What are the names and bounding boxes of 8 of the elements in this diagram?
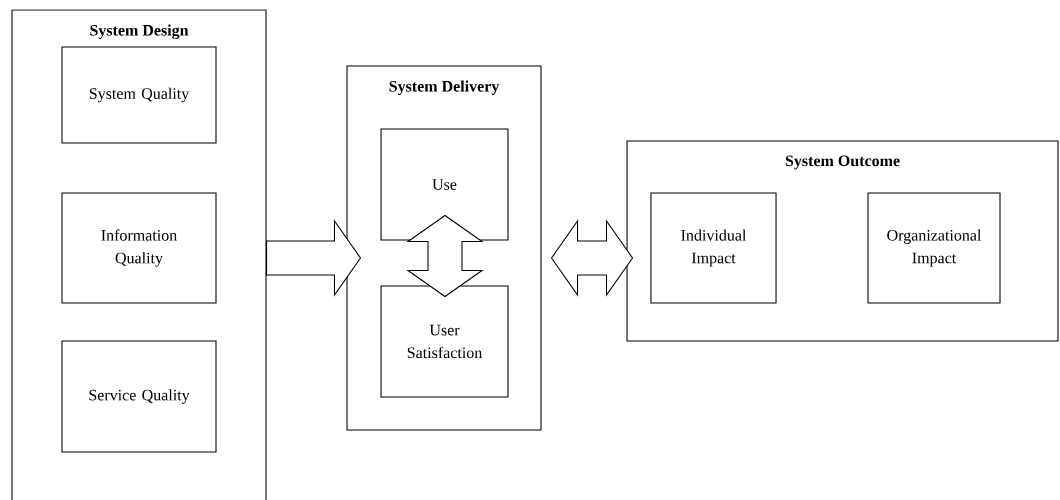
concept-box: Individual Impact (650, 192, 777, 304)
concept-box: Information Quality (61, 192, 217, 304)
block-arrow (406, 214, 484, 298)
block-arrow (266, 219, 362, 297)
concept-box: User Satisfaction (380, 285, 509, 398)
concept-box: System Quality (61, 46, 217, 144)
concept-box: Organizational Impact (867, 192, 1001, 304)
concept-box: Service Quality (61, 340, 217, 453)
